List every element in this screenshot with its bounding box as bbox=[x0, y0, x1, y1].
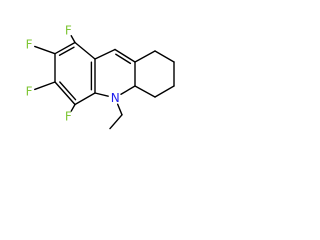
bond-lines bbox=[34, 35, 175, 130]
fluorine-atom-bottom: F bbox=[65, 109, 72, 123]
bond-line bbox=[34, 81, 56, 91]
bond-line bbox=[54, 81, 76, 106]
bond-line bbox=[116, 103, 123, 116]
bond-line bbox=[58, 46, 75, 56]
bond-line bbox=[134, 85, 156, 98]
bond-line bbox=[70, 35, 76, 44]
fluorine-atom-lower-left: F bbox=[26, 85, 33, 99]
bond-line bbox=[109, 114, 123, 130]
fluorine-atom-upper-left: F bbox=[26, 37, 33, 51]
molecule-structure: F F F F N bbox=[26, 24, 175, 130]
bond-line bbox=[94, 48, 116, 60]
nitrogen-atom: N bbox=[111, 91, 120, 105]
bond-line bbox=[154, 50, 175, 63]
bond-line bbox=[34, 45, 56, 55]
bond-line bbox=[115, 53, 132, 65]
bond-line bbox=[74, 41, 96, 60]
bond-line bbox=[114, 48, 136, 63]
bond-line bbox=[94, 92, 109, 97]
bond-line bbox=[154, 85, 175, 98]
bond-line bbox=[70, 103, 76, 112]
structure-canvas: F F F F N bbox=[0, 0, 197, 142]
fluorine-atom-top: F bbox=[65, 24, 72, 38]
bond-line bbox=[59, 81, 77, 101]
bond-line bbox=[54, 41, 76, 55]
bond-line bbox=[134, 50, 156, 63]
bond-line bbox=[120, 85, 136, 95]
bond-line bbox=[74, 92, 96, 106]
